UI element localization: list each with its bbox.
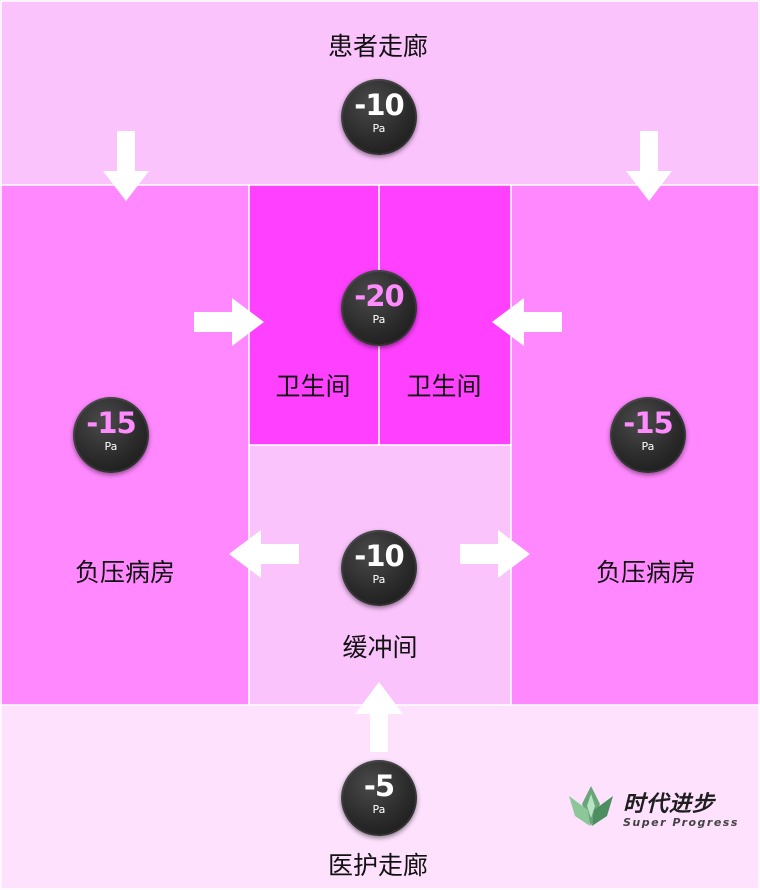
pressure-badge-patient-corridor: -10 Pa [341,79,417,155]
pressure-unit: Pa [372,803,386,816]
airflow-arrow-icon [103,131,149,201]
pressure-value: -20 [354,279,404,313]
pressure-value: -10 [354,88,404,122]
pressure-value: -10 [354,539,404,573]
pressure-badge-medical-corridor: -5 Pa [341,760,417,836]
pressure-value: -15 [86,406,136,440]
ward-right-label: 负压病房 [595,558,697,587]
bathroom-left-label: 卫生间 [275,372,351,401]
pressure-unit: Pa [372,573,386,586]
airflow-arrow-icon [626,131,672,201]
ward-left-label: 负压病房 [74,558,176,587]
pressure-badge-buffer: -10 Pa [341,530,417,606]
pressure-badge-bathroom: -20 Pa [341,270,417,346]
airflow-arrow-icon [194,298,264,346]
bathroom-right-label: 卫生间 [406,372,482,401]
medical-corridor-label: 医护走廊 [327,851,429,880]
pressure-value: -15 [623,406,673,440]
logo-chinese-text: 时代进步 [623,792,716,817]
airflow-arrow-icon [229,530,299,578]
pressure-unit: Pa [372,122,386,135]
lotus-logo-icon [569,786,613,826]
pressure-unit: Pa [641,440,655,453]
pressure-unit: Pa [104,440,118,453]
airflow-arrow-icon [355,682,403,752]
logo-english-text: Super Progress [623,816,739,829]
pressure-badge-ward-left: -15 Pa [73,397,149,473]
pressure-value: -5 [363,769,395,803]
patient-corridor-label: 患者走廊 [327,32,429,61]
pressure-unit: Pa [372,313,386,326]
pressure-badge-ward-right: -15 Pa [610,397,686,473]
buffer-room-label: 缓冲间 [342,633,418,662]
airflow-arrow-icon [460,530,530,578]
airflow-arrow-icon [492,298,562,346]
